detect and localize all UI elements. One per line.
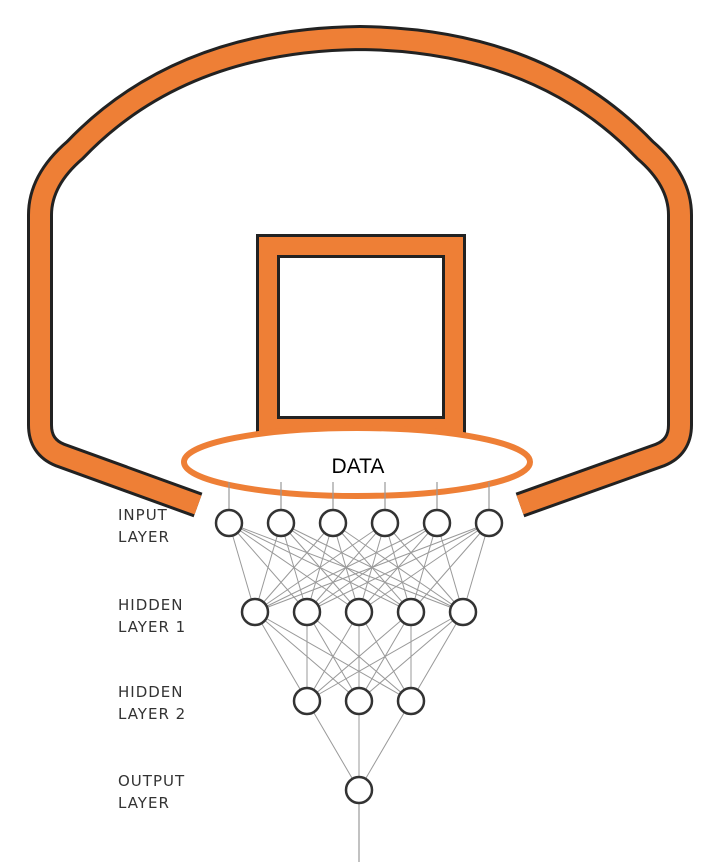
network-edge bbox=[358, 522, 490, 613]
target-square-outline bbox=[256, 234, 466, 440]
network-node bbox=[344, 597, 374, 627]
output-layer-label-line2: LAYER bbox=[118, 794, 170, 812]
network-node bbox=[370, 508, 400, 538]
network-edge bbox=[254, 611, 308, 702]
hidden-layer-1-label-line2: LAYER 1 bbox=[118, 618, 187, 636]
network-node bbox=[266, 508, 296, 538]
network-edge bbox=[462, 522, 490, 613]
network-node bbox=[448, 597, 478, 627]
hidden-layer-2-label: HIDDEN LAYER 2 bbox=[118, 681, 186, 725]
backboard-orange-frame bbox=[30, 28, 690, 515]
network-edge bbox=[254, 522, 490, 613]
network-edge bbox=[410, 522, 490, 613]
network-node bbox=[240, 597, 270, 627]
input-layer-label-line1: INPUT bbox=[118, 506, 168, 524]
output-layer-label-line1: OUTPUT bbox=[118, 772, 186, 790]
network-edge bbox=[306, 611, 360, 702]
data-label: DATA bbox=[331, 455, 385, 478]
network-edge bbox=[228, 522, 256, 613]
network-edge bbox=[254, 522, 438, 613]
network-node bbox=[214, 508, 244, 538]
network-node bbox=[422, 508, 452, 538]
network-node bbox=[292, 686, 322, 716]
network-edge bbox=[410, 611, 464, 702]
network-node bbox=[344, 686, 374, 716]
network-edge bbox=[358, 700, 412, 791]
network-node bbox=[318, 508, 348, 538]
network-edge bbox=[306, 700, 360, 791]
hidden-layer-2-label-line2: LAYER 2 bbox=[118, 705, 187, 723]
target-square-orange bbox=[259, 237, 463, 437]
network-node bbox=[344, 775, 374, 805]
output-layer-label: OUTPUT LAYER bbox=[118, 770, 185, 814]
network-edge bbox=[358, 611, 464, 702]
network-node bbox=[396, 686, 426, 716]
network-edge bbox=[306, 522, 490, 613]
network-edge bbox=[306, 611, 412, 702]
network-edge bbox=[254, 522, 386, 613]
network-edges bbox=[228, 522, 490, 862]
network-edge bbox=[254, 522, 282, 613]
network-edge bbox=[254, 522, 334, 613]
network-edge bbox=[306, 611, 464, 702]
hoop-rim bbox=[181, 425, 533, 499]
hidden-layer-1-label-line1: HIDDEN bbox=[118, 596, 184, 614]
network-node bbox=[292, 597, 322, 627]
network-nodes bbox=[214, 508, 504, 805]
rim-net-ticks bbox=[228, 482, 490, 510]
input-layer-label-line2: LAYER bbox=[118, 528, 170, 546]
input-layer-label: INPUT LAYER bbox=[118, 504, 170, 548]
hidden-layer-1-label: HIDDEN LAYER 1 bbox=[118, 594, 186, 638]
network-node bbox=[474, 508, 504, 538]
hidden-layer-2-label-line1: HIDDEN bbox=[118, 683, 184, 701]
network-node bbox=[396, 597, 426, 627]
